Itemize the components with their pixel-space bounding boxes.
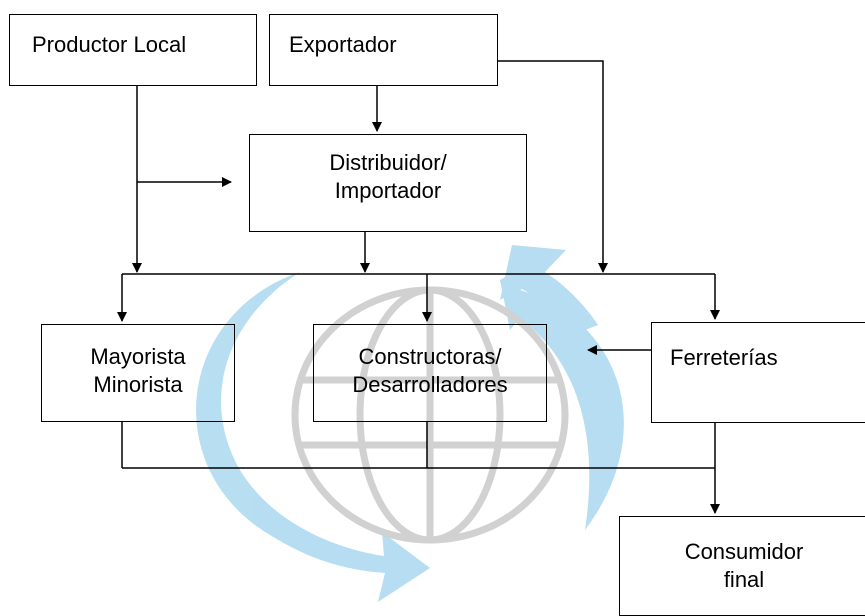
node-productor-local-label: Productor Local — [32, 32, 187, 57]
node-distribuidor-importador: Distribuidor/ Importador — [249, 134, 527, 232]
node-productor-local: Productor Local — [9, 14, 257, 86]
edge-exportador-to-bus — [498, 60, 608, 273]
node-mayorista-label-line1: Mayorista — [90, 344, 186, 369]
node-consumidor-final: Consumidor final — [619, 516, 865, 616]
node-constructoras-label-line1: Constructoras/ — [358, 344, 502, 369]
node-ferreterias-label: Ferreterías — [670, 345, 778, 370]
node-distribuidor-label-line2: Importador — [334, 178, 442, 203]
watermark-globe-icon — [291, 286, 569, 544]
node-ferreterias: Ferreterías — [651, 322, 865, 423]
node-exportador: Exportador — [269, 14, 498, 86]
node-constructoras-desarrolladores: Constructoras/ Desarrolladores — [313, 324, 547, 422]
node-consumidor-label-line1: Consumidor — [684, 539, 804, 564]
node-consumidor-label-line2: final — [723, 567, 765, 592]
node-distribuidor-label-line1: Distribuidor/ — [329, 150, 447, 175]
watermark-arc-top — [500, 245, 598, 335]
node-mayorista-label-line2: Minorista — [93, 372, 183, 397]
node-mayorista-minorista: Mayorista Minorista — [41, 324, 235, 422]
watermark-arc-left — [196, 272, 430, 602]
node-exportador-label: Exportador — [289, 32, 397, 57]
node-constructoras-label-line2: Desarrolladores — [352, 372, 508, 397]
watermark-arc-right — [500, 252, 624, 530]
